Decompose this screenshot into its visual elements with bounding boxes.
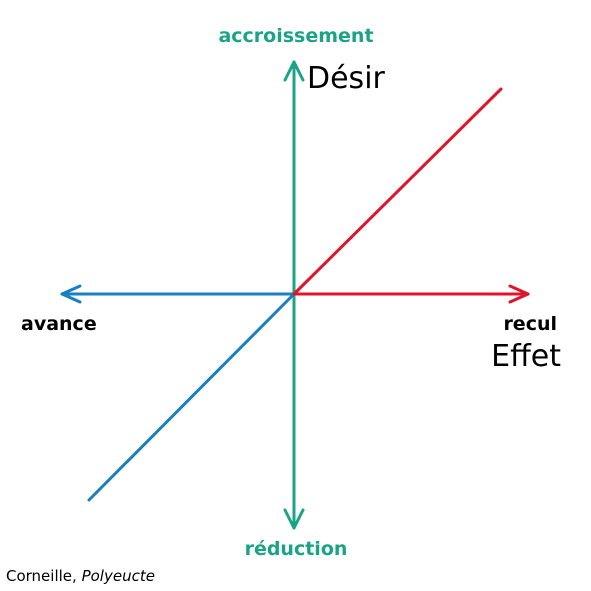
vertical-axis-name: Désir (307, 61, 386, 96)
caption: Corneille, Polyeucte (6, 567, 155, 585)
label-top: accroissement (218, 25, 373, 47)
label-left: avance (21, 313, 97, 335)
label-right: recul (503, 313, 557, 335)
left-axis (60, 284, 296, 502)
right-axis (292, 87, 530, 304)
vertical-axis-arrow-bottom (283, 508, 305, 530)
caption-work: Polyeucte (81, 567, 155, 585)
right-axis-arrow (508, 284, 530, 304)
horizontal-axis-name: Effet (491, 339, 561, 374)
right-diagonal-line (292, 87, 503, 296)
vertical-axis-arrow-top (283, 60, 305, 82)
left-axis-arrow (60, 284, 82, 304)
caption-author: Corneille, (6, 567, 77, 585)
label-bottom: réduction (245, 538, 348, 560)
left-diagonal-line (87, 292, 296, 502)
